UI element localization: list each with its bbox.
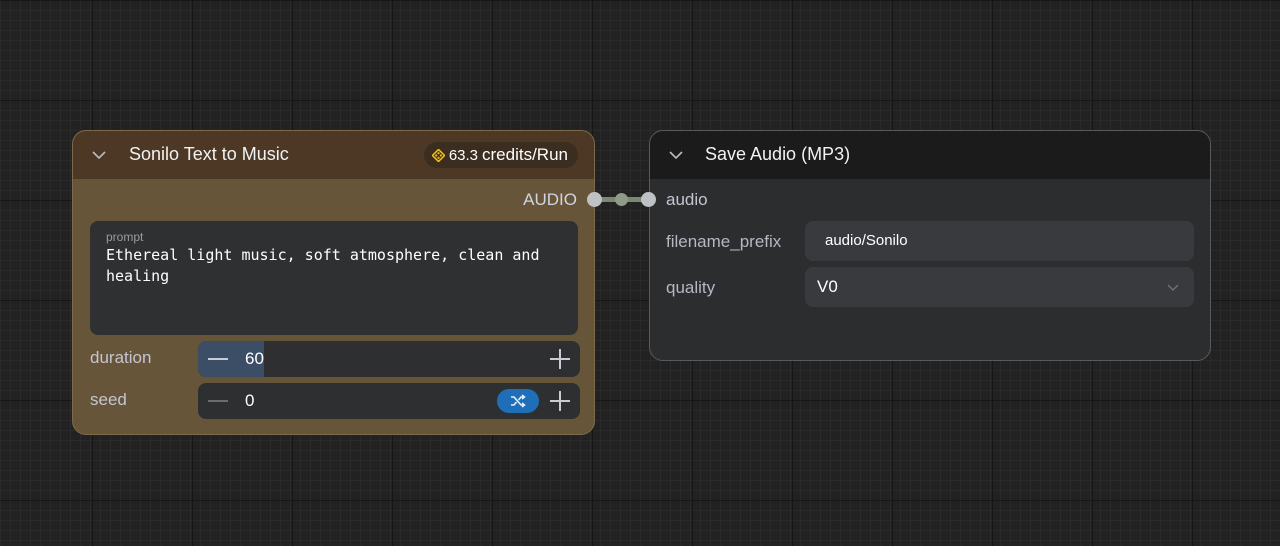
input-label-audio: audio bbox=[666, 190, 708, 209]
minus-icon[interactable] bbox=[208, 358, 228, 360]
node-title: Sonilo Text to Music bbox=[129, 144, 289, 164]
duration-label: duration bbox=[90, 348, 152, 367]
duration-value[interactable]: 60 bbox=[245, 349, 264, 368]
node-title: Save Audio (MP3) bbox=[705, 144, 851, 164]
prompt-text[interactable]: Ethereal light music, soft atmosphere, c… bbox=[106, 246, 540, 285]
credits-value: 63.3 bbox=[448, 146, 479, 164]
credits-icon bbox=[431, 148, 445, 162]
filename-prefix-value[interactable]: audio/Sonilo bbox=[825, 232, 908, 249]
chevron-down-icon[interactable] bbox=[91, 147, 107, 163]
chevron-down-icon[interactable] bbox=[668, 147, 684, 163]
input-socket-audio[interactable] bbox=[641, 192, 656, 207]
filename-prefix-label: filename_prefix bbox=[666, 232, 782, 251]
shuffle-icon bbox=[511, 394, 526, 408]
quality-label: quality bbox=[666, 278, 716, 297]
seed-value[interactable]: 0 bbox=[245, 391, 255, 410]
output-label-audio: AUDIO bbox=[523, 190, 577, 209]
filename-prefix-field[interactable]: audio/Sonilo bbox=[805, 221, 1194, 261]
credits-unit: credits/Run bbox=[482, 145, 568, 164]
output-socket-audio[interactable] bbox=[587, 192, 602, 207]
plus-icon[interactable] bbox=[550, 391, 570, 411]
quality-select[interactable]: V0 bbox=[805, 267, 1194, 307]
node-header[interactable]: Sonilo Text to Music 63.3 credits/Run bbox=[73, 131, 594, 179]
shuffle-button[interactable] bbox=[497, 389, 539, 413]
seed-stepper[interactable]: 0 bbox=[198, 383, 580, 419]
chevron-down-icon[interactable] bbox=[1166, 280, 1180, 294]
seed-label: seed bbox=[90, 390, 127, 409]
minus-icon[interactable] bbox=[208, 400, 228, 402]
duration-stepper[interactable]: 60 bbox=[198, 341, 580, 377]
node-header[interactable]: Save Audio (MP3) bbox=[650, 131, 1210, 179]
quality-value[interactable]: V0 bbox=[817, 277, 838, 296]
link-midpoint[interactable] bbox=[615, 193, 628, 206]
prompt-textarea[interactable]: prompt Ethereal light music, soft atmosp… bbox=[90, 221, 578, 335]
credits-badge: 63.3 credits/Run bbox=[423, 142, 578, 168]
prompt-label: prompt bbox=[106, 230, 144, 244]
node-sonilo-text-to-music[interactable]: Sonilo Text to Music 63.3 credits/Run AU… bbox=[72, 130, 595, 435]
node-save-audio-mp3[interactable]: Save Audio (MP3) audio filename_prefix a… bbox=[649, 130, 1211, 361]
plus-icon[interactable] bbox=[550, 349, 570, 369]
